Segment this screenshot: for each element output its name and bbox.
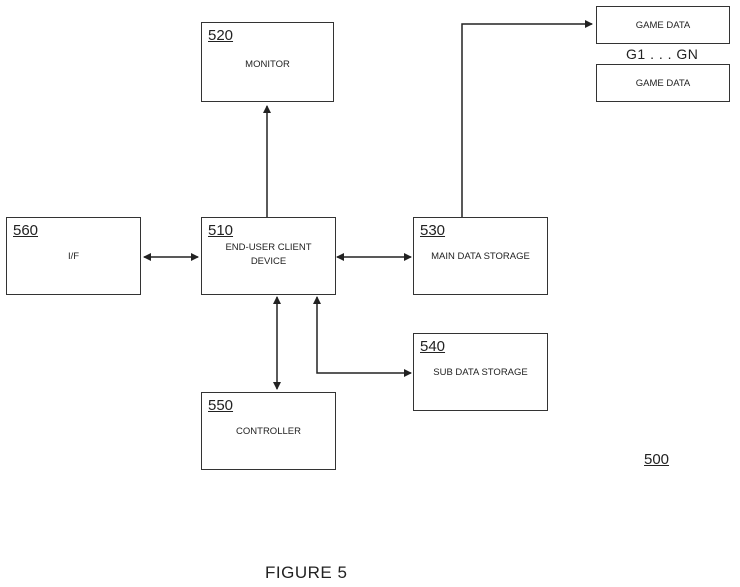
- block-number: 520: [208, 27, 234, 44]
- block-number: 560: [13, 222, 39, 239]
- block-number: 550: [208, 397, 234, 414]
- block-controller: 550 CONTROLLER: [201, 392, 336, 470]
- block-label: MAIN DATA STORAGE: [431, 251, 530, 262]
- block-client-device: 510 END-USER CLIENT DEVICE: [201, 217, 336, 295]
- arrow-client-sub-storage: [313, 296, 412, 377]
- block-label: GAME DATA: [635, 78, 691, 89]
- block-label: GAME DATA: [635, 20, 691, 31]
- system-reference-number: 500: [644, 451, 670, 468]
- block-main-data-storage: 530 MAIN DATA STORAGE: [413, 217, 548, 295]
- game-range-label: G1 . . . GN: [626, 46, 699, 62]
- block-sub-data-storage: 540 SUB DATA STORAGE: [413, 333, 548, 411]
- block-number: 510: [208, 222, 234, 239]
- block-game-data-1: GAME DATA: [596, 6, 730, 44]
- block-label: MONITOR: [245, 59, 290, 70]
- block-iface: 560 I/F: [6, 217, 141, 295]
- block-label-line1: END-USER CLIENT: [225, 242, 312, 253]
- block-label-line2: DEVICE: [250, 256, 287, 267]
- block-number: 530: [420, 222, 446, 239]
- block-monitor: 520 MONITOR: [201, 22, 334, 102]
- block-label: I/F: [67, 251, 80, 262]
- block-number: 540: [420, 338, 446, 355]
- block-label: CONTROLLER: [236, 426, 301, 437]
- block-label: SUB DATA STORAGE: [433, 367, 528, 378]
- arrow-main-storage-to-game-data: [461, 20, 593, 217]
- block-game-data-2: GAME DATA: [596, 64, 730, 102]
- figure-caption: FIGURE 5: [265, 563, 348, 582]
